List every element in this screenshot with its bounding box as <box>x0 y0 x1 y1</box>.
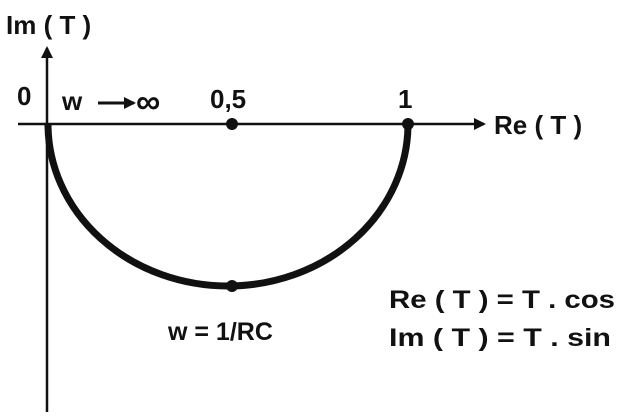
origin-label: 0 <box>17 81 31 111</box>
point-resonance <box>226 280 238 292</box>
half-label: 0,5 <box>210 84 246 114</box>
im-equation: Im ( T ) = T . sin <box>389 324 611 352</box>
real-axis-label: Re ( T ) <box>494 110 582 140</box>
re-equation: Re ( T ) = T . cos <box>389 286 615 314</box>
imaginary-axis-label: Im ( T ) <box>6 10 91 40</box>
one-label: 1 <box>398 84 412 114</box>
infinity-symbol: ∞ <box>136 83 160 121</box>
resonance-label: w = 1/RC <box>167 318 273 346</box>
semicircle-locus <box>44 123 412 290</box>
w-infinity-w: w <box>61 86 83 116</box>
point-one <box>402 118 414 130</box>
point-half <box>226 118 238 130</box>
